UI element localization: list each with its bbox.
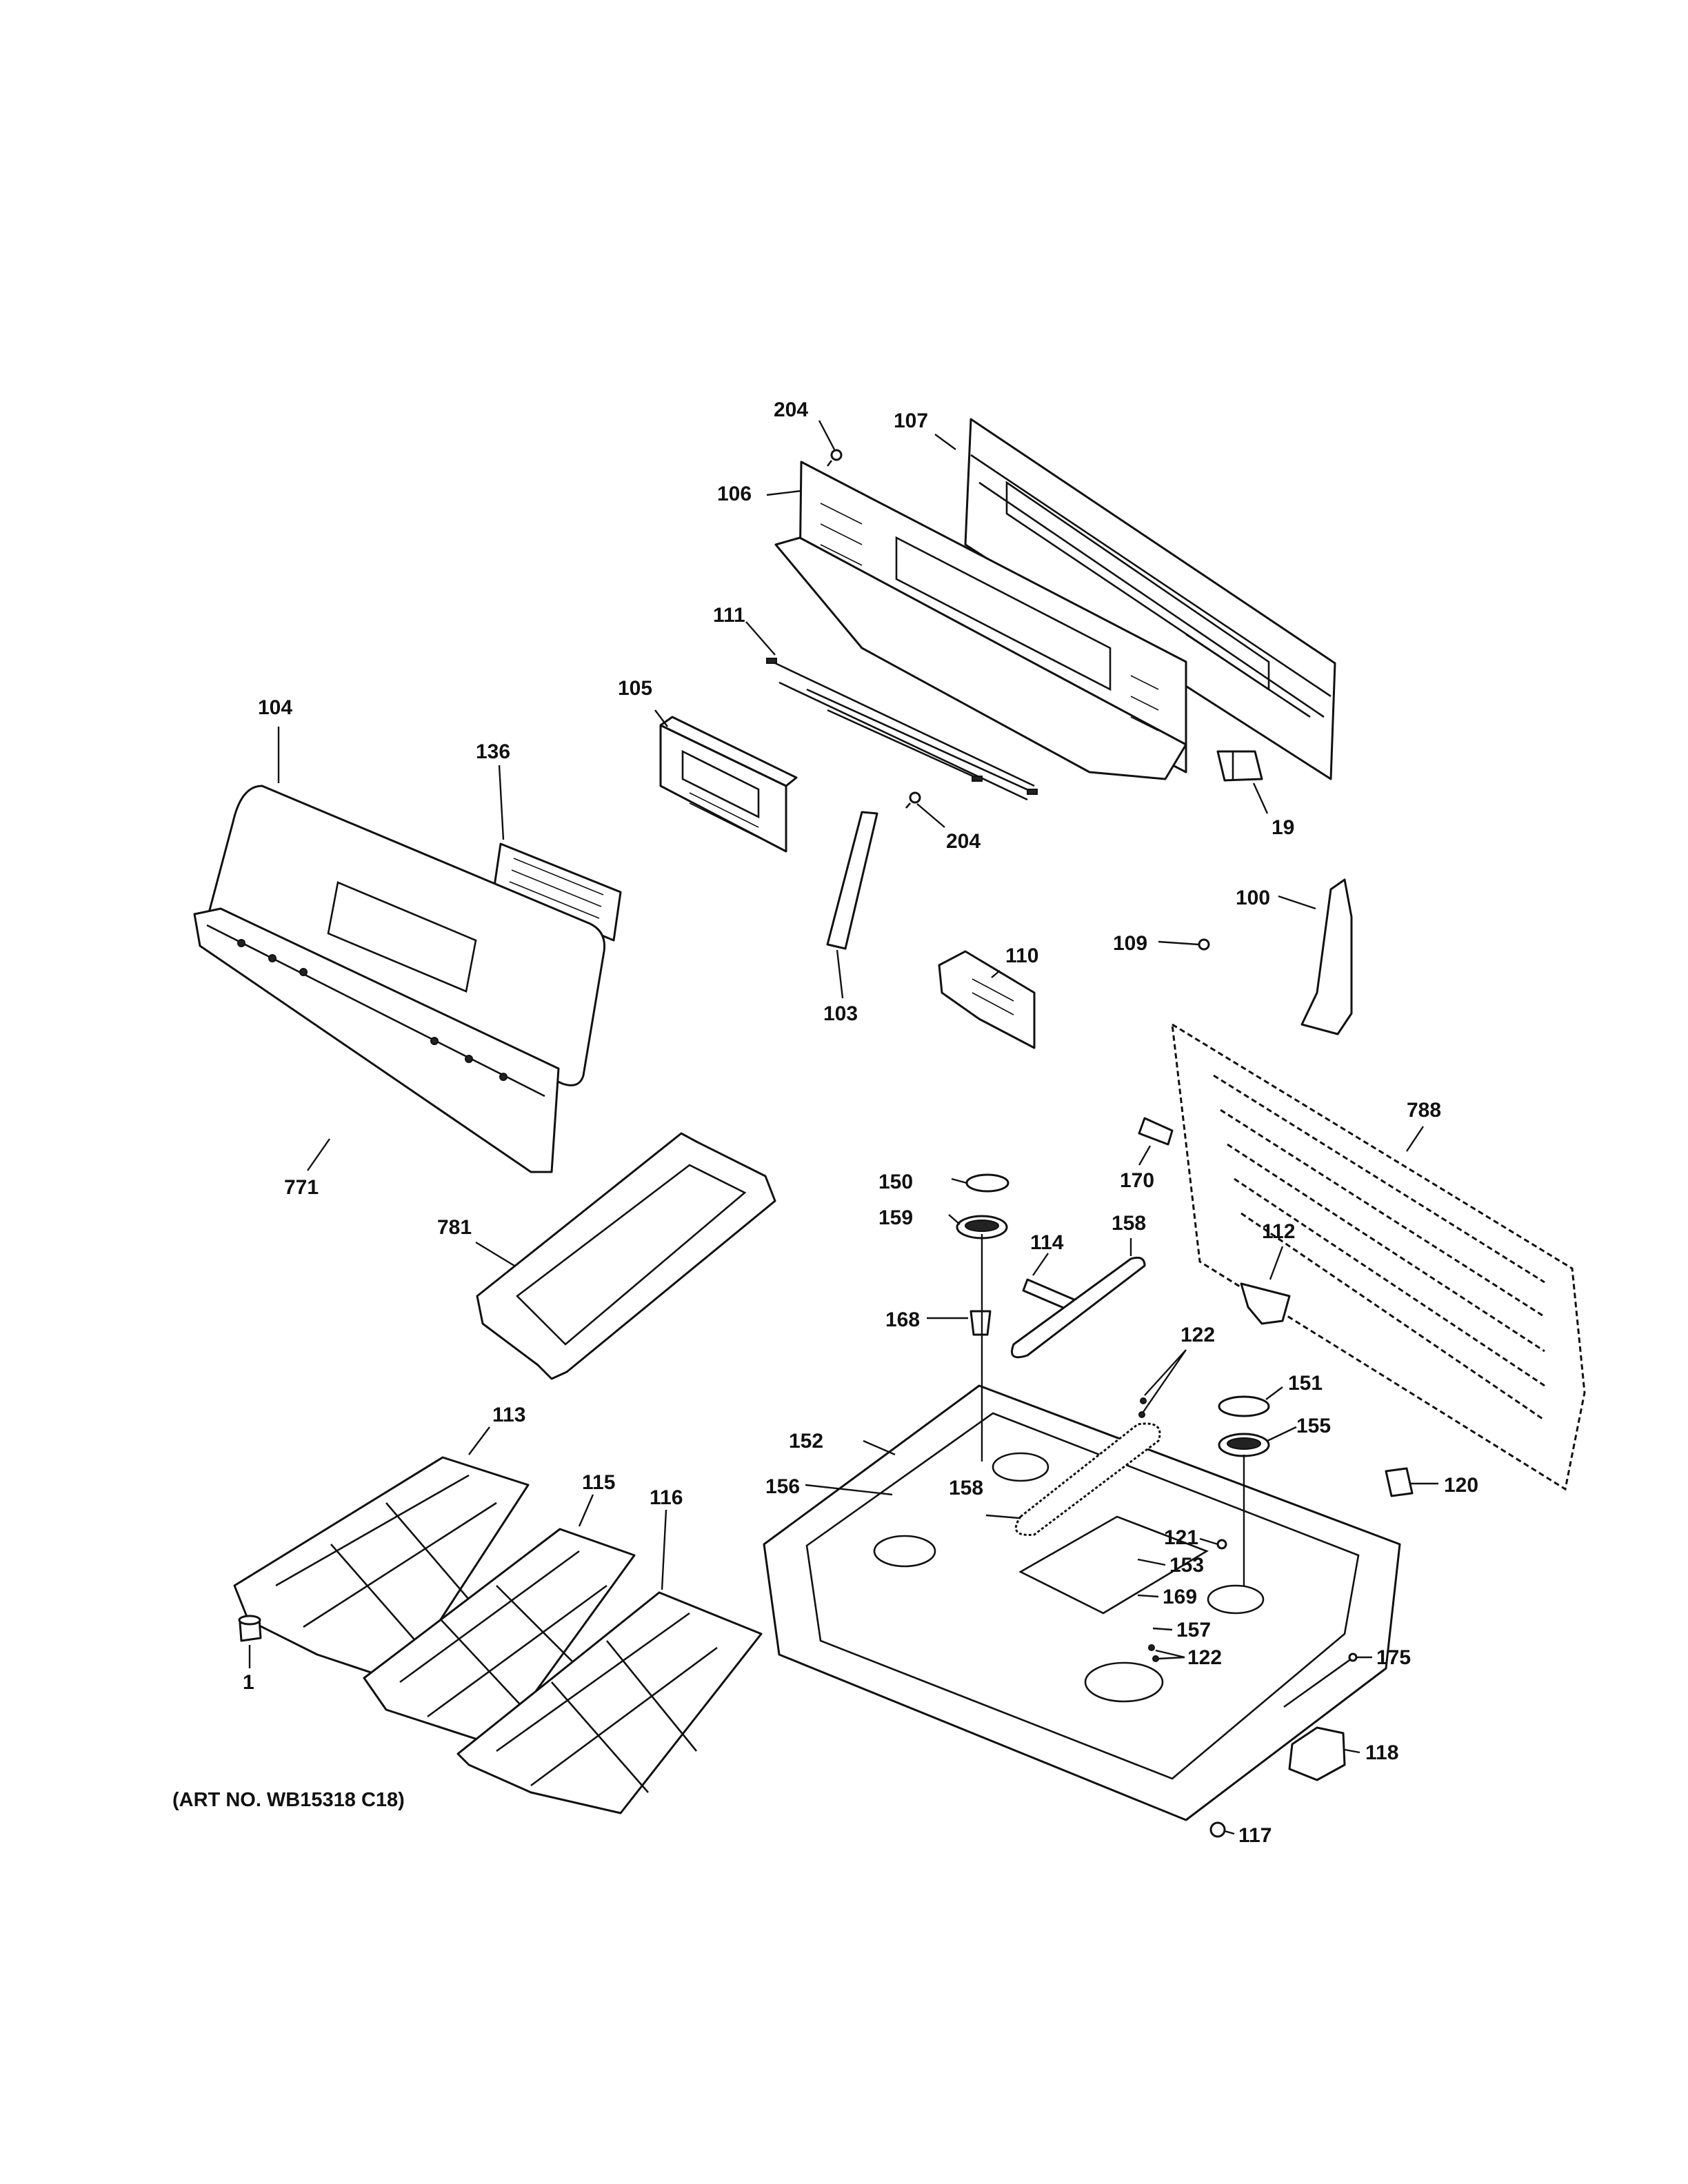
- knob-118: [1288, 1726, 1346, 1781]
- label-111: 111: [713, 604, 745, 627]
- label-117: 117: [1238, 1824, 1272, 1847]
- label-156: 156: [765, 1475, 800, 1498]
- label-122-top: 122: [1180, 1324, 1215, 1346]
- label-110: 110: [1005, 944, 1038, 967]
- label-136: 136: [476, 740, 510, 763]
- control-chassis-106: [774, 461, 1187, 780]
- label-771: 771: [284, 1176, 319, 1199]
- label-112: 112: [1262, 1220, 1295, 1243]
- keypad-overlay-136: [492, 842, 622, 942]
- label-158-cooktop: 158: [949, 1477, 983, 1499]
- burner-cap-151: [1218, 1395, 1270, 1417]
- screw-109: [1198, 938, 1210, 951]
- art-number: (ART NO. WB15318 C18): [172, 1789, 405, 1811]
- screw-121: [1216, 1539, 1227, 1550]
- label-116: 116: [650, 1486, 683, 1509]
- screw-204-top: [826, 449, 843, 467]
- label-121: 121: [1164, 1526, 1198, 1549]
- label-781: 781: [437, 1216, 472, 1239]
- leader-lines: [248, 420, 1438, 1835]
- label-114: 114: [1030, 1231, 1064, 1254]
- label-118: 118: [1365, 1741, 1398, 1764]
- bracket-112: [1240, 1282, 1291, 1325]
- wire-harness-111: [766, 658, 1038, 801]
- part-labels: 204 107 106 111 105 204 19 104 136 100 1…: [172, 398, 1478, 1847]
- label-103: 103: [823, 1002, 858, 1025]
- label-106: 106: [717, 483, 752, 505]
- gasket-158-cooktop: [1014, 1422, 1161, 1536]
- label-157: 157: [1176, 1619, 1211, 1641]
- label-204-mid: 204: [946, 830, 981, 853]
- label-152: 152: [789, 1430, 823, 1453]
- label-115: 115: [582, 1471, 615, 1494]
- label-788: 788: [1407, 1099, 1441, 1122]
- grate-115: [363, 1528, 636, 1747]
- label-100: 100: [1236, 887, 1270, 909]
- heat-shield-788: [1171, 1022, 1586, 1491]
- label-113: 113: [492, 1404, 525, 1426]
- label-155: 155: [1296, 1415, 1331, 1437]
- terminal-block-110: [938, 950, 1036, 1049]
- label-120: 120: [1444, 1474, 1478, 1497]
- cooktop: [763, 1384, 1401, 1821]
- label-151: 151: [1288, 1372, 1323, 1395]
- label-105: 105: [618, 677, 652, 700]
- screw-204-mid: [905, 791, 921, 809]
- relay-19: [1216, 750, 1263, 782]
- screw-122-pair-top: [1138, 1397, 1147, 1418]
- igniter-168: [969, 1310, 992, 1336]
- label-122-bottom: 122: [1187, 1646, 1222, 1669]
- label-170: 170: [1120, 1169, 1154, 1192]
- label-168: 168: [885, 1308, 920, 1331]
- label-153: 153: [1169, 1554, 1204, 1577]
- trim-771: [193, 907, 560, 1173]
- bracket-103: [826, 811, 878, 950]
- label-158-top: 158: [1112, 1212, 1146, 1235]
- label-159: 159: [878, 1206, 913, 1229]
- screw-170: [1138, 1117, 1174, 1146]
- label-204-top: 204: [774, 398, 808, 421]
- label-169: 169: [1163, 1586, 1197, 1608]
- back-panel-107: [964, 418, 1336, 780]
- side-trim-100: [1300, 878, 1353, 1035]
- control-board-105: [659, 716, 798, 853]
- label-19: 19: [1272, 816, 1294, 839]
- label-175: 175: [1376, 1646, 1411, 1669]
- bracket-120: [1385, 1467, 1414, 1497]
- label-150: 150: [878, 1171, 913, 1193]
- burner-cap-150: [965, 1173, 1009, 1193]
- screw-122-pair-bottom: [1148, 1644, 1159, 1662]
- label-104: 104: [258, 696, 292, 719]
- grate-116: [456, 1591, 763, 1814]
- label-1: 1: [243, 1671, 254, 1694]
- label-107: 107: [894, 410, 928, 432]
- gasket-158-top: [1011, 1256, 1146, 1359]
- label-109: 109: [1113, 932, 1147, 955]
- burner-head-155: [1218, 1433, 1270, 1457]
- griddle-781: [476, 1132, 776, 1380]
- nut-117: [1209, 1821, 1226, 1838]
- knob-1: [238, 1615, 262, 1642]
